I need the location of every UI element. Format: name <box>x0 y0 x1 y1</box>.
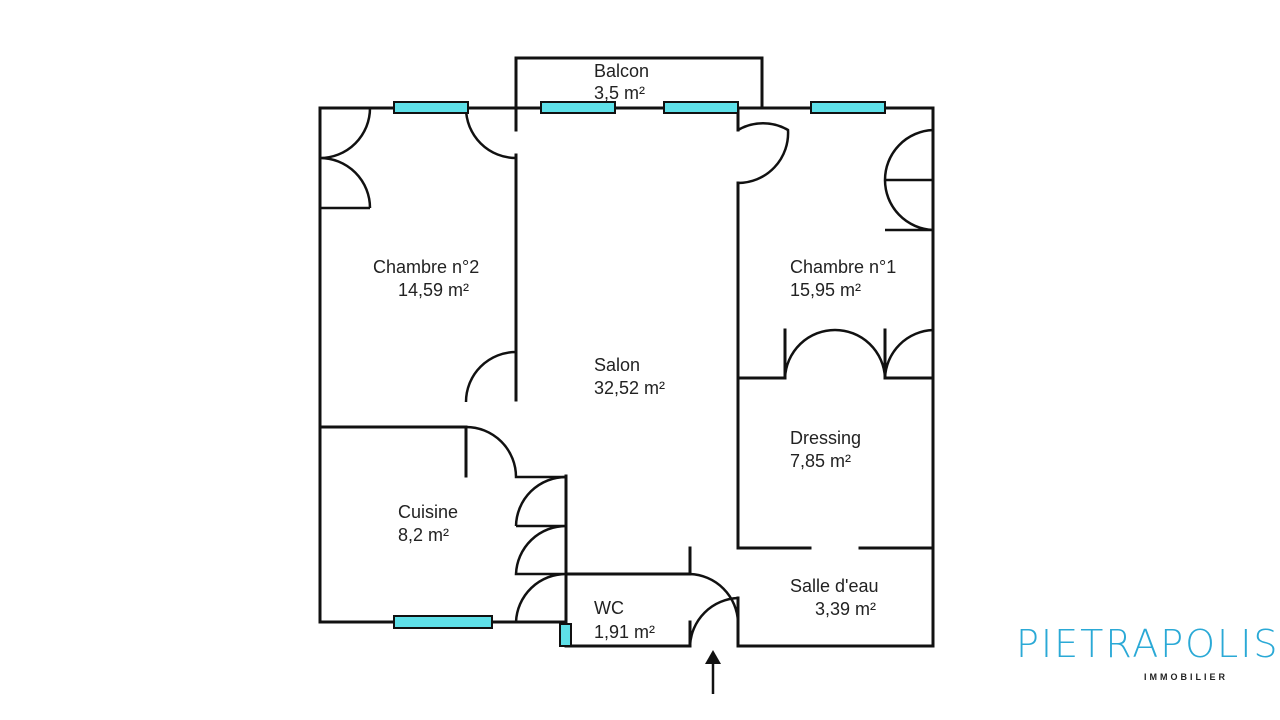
window <box>810 101 886 114</box>
salle-eau-name: Salle d'eau <box>790 576 879 596</box>
dressing-name: Dressing <box>790 428 861 448</box>
balcon-area: 3,5 m² <box>594 83 645 103</box>
window <box>393 615 493 629</box>
brand-logo: PIETRAPOLIS <box>1016 622 1280 666</box>
room-labels: Balcon 3,5 m² Chambre n°2 14,59 m² Chamb… <box>373 61 896 642</box>
balcon-name: Balcon <box>594 61 649 81</box>
chambre2-name: Chambre n°2 <box>373 257 479 277</box>
walls <box>318 56 935 648</box>
brand-tagline: IMMOBILIER <box>1144 672 1228 682</box>
windows <box>393 101 886 647</box>
cuisine-area: 8,2 m² <box>398 525 449 545</box>
salle-eau-area: 3,39 m² <box>815 599 876 619</box>
salon-area: 32,52 m² <box>594 378 665 398</box>
chambre2-area: 14,59 m² <box>398 280 469 300</box>
window <box>559 623 572 647</box>
entrance-arrow-icon <box>705 650 721 694</box>
dressing-area: 7,85 m² <box>790 451 851 471</box>
window <box>663 101 739 114</box>
window <box>393 101 469 114</box>
wc-area: 1,91 m² <box>594 622 655 642</box>
chambre1-area: 15,95 m² <box>790 280 861 300</box>
door-arcs <box>319 107 934 647</box>
chambre1-name: Chambre n°1 <box>790 257 896 277</box>
window <box>540 101 616 114</box>
cuisine-name: Cuisine <box>398 502 458 522</box>
salon-name: Salon <box>594 355 640 375</box>
wc-name: WC <box>594 598 624 618</box>
